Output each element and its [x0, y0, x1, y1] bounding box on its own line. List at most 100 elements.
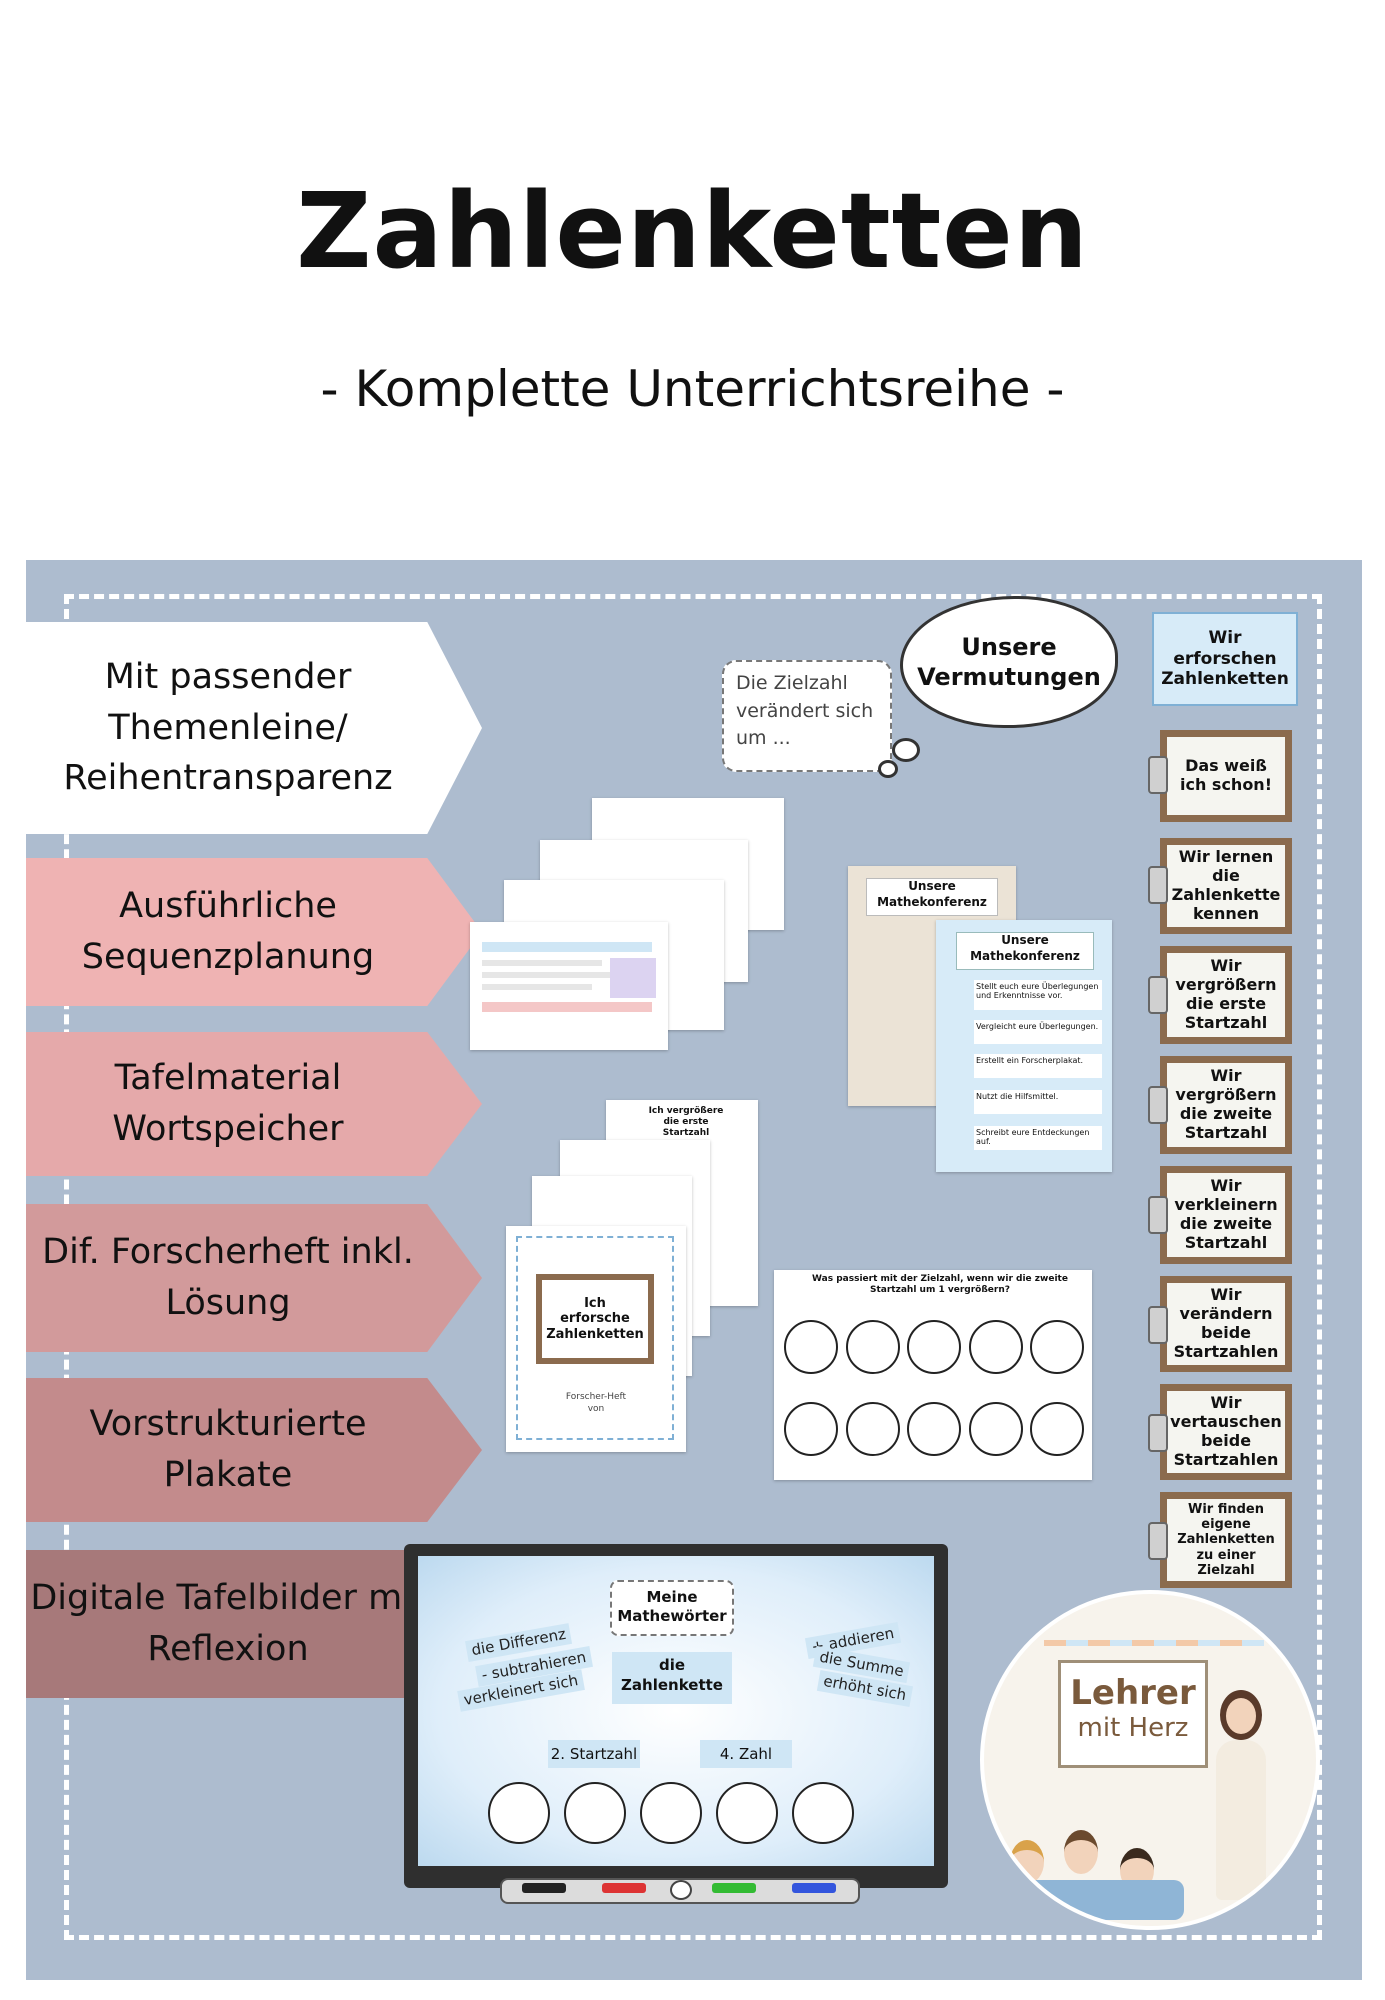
feature-line: Reflexion	[147, 1629, 309, 1669]
theme-card-line: Wir	[1208, 628, 1242, 649]
theme-card-line: Wir	[1210, 1285, 1242, 1305]
konferenz-step: Stellt euch eure Überlegungen und Erkenn…	[974, 980, 1102, 1010]
logo-line: Lehrer	[1070, 1673, 1196, 1713]
konferenz-step: Nutzt die Hilfsmittel.	[974, 1090, 1102, 1114]
vermutung-note: Die Zielzahl verändert sich um ...	[722, 660, 892, 772]
theme-card-line: vertauschen	[1170, 1412, 1282, 1432]
theme-card-line: vergrößern	[1175, 1085, 1277, 1105]
planning-sheet	[470, 922, 668, 1050]
zahlenkette-word: die Zahlenkette	[612, 1652, 732, 1704]
cover-title-line: Ich	[584, 1295, 606, 1311]
theme-card: Das weiß ich schon!	[1160, 730, 1292, 822]
feature-line: Vorstrukturierte Plakate	[89, 1404, 367, 1495]
theme-card-line: die erste	[1185, 994, 1267, 1013]
page-subtitle: - Komplette Unterrichtsreihe -	[320, 360, 1065, 418]
chain-circle	[968, 1320, 1023, 1374]
circle-row	[784, 1402, 1084, 1456]
theme-card-line: eigene	[1201, 1517, 1251, 1532]
feature-line: Lösung	[165, 1283, 291, 1323]
cover-footer-line: von	[587, 1403, 605, 1414]
theme-card-line: Startzahl	[1184, 1012, 1268, 1032]
chain-circle	[845, 1402, 900, 1456]
theme-card: Wir verkleinern die zweite Startzahl	[1160, 1166, 1292, 1264]
clothespin-icon	[1148, 1414, 1168, 1452]
theme-card-line: die	[1212, 866, 1240, 886]
mathewoerter-heading: Meine Mathewörter	[610, 1580, 734, 1636]
label-startzahl: 2. Startzahl	[548, 1740, 640, 1768]
theme-card-line: Wir	[1210, 956, 1242, 976]
clothespin-icon	[1148, 756, 1168, 794]
feature-line: Mit passender	[104, 656, 352, 697]
theme-card-line: Wir	[1210, 1393, 1242, 1413]
marker-green-icon	[712, 1883, 756, 1893]
word-line: Zahlenkette	[621, 1675, 723, 1694]
chain-circle	[907, 1320, 961, 1374]
cover-title-line: erforsche	[560, 1311, 630, 1327]
heading-line: Meine	[646, 1588, 698, 1606]
bunting-icon	[1044, 1640, 1264, 1646]
note-line: um ...	[736, 727, 791, 750]
theme-card-line: zu einer	[1196, 1547, 1256, 1563]
theme-card: Wir vergrößern die erste Startzahl	[1160, 946, 1292, 1044]
clothespin-icon	[1148, 1522, 1168, 1560]
feature-line: Wortspeicher	[112, 1109, 344, 1149]
theme-card-line: verkleinern	[1174, 1195, 1278, 1215]
cover-title-line: Zahlenketten	[546, 1326, 644, 1342]
theme-card-line: Zahlenketten	[1177, 1532, 1275, 1548]
theme-card: Wir erforschen Zahlenketten	[1152, 612, 1298, 706]
theme-card-line: kennen	[1192, 903, 1260, 923]
mathekonferenz-poster-front: Unsere Mathekonferenz Stellt euch eure Ü…	[936, 920, 1112, 1172]
label-vierte-zahl: 4. Zahl	[700, 1740, 792, 1768]
marker-button-icon	[670, 1880, 692, 1900]
theme-card: Wir vertauschen beide Startzahlen	[1160, 1384, 1292, 1480]
konferenz-step: Erstellt ein Forscherplakat.	[974, 1054, 1102, 1078]
note-line: verändert sich	[736, 699, 874, 722]
theme-card-line: Startzahlen	[1173, 1449, 1279, 1469]
page-title-line: die erste Startzahl	[662, 1116, 710, 1138]
circle-row	[784, 1320, 1084, 1374]
chain-circle	[640, 1782, 702, 1844]
konferenz-step: Schreibt eure Entdeckungen auf.	[974, 1126, 1102, 1150]
feature-line: Digitale Tafelbilder mit	[30, 1578, 426, 1619]
feature-line: Ausführliche	[119, 886, 337, 927]
poster-title-line: Unsere	[908, 879, 956, 893]
theme-card-line: die zweite	[1179, 1214, 1273, 1233]
theme-card-line: Startzahlen	[1173, 1341, 1279, 1361]
page-title: Zahlenketten	[296, 170, 1089, 292]
feature-line: Sequenzplanung	[81, 937, 375, 977]
thought-dot	[878, 760, 898, 778]
theme-card-line: erforschen	[1173, 648, 1277, 669]
thought-dot	[892, 738, 920, 762]
cover-footer-line: Forscher-Heft	[565, 1392, 627, 1402]
clothespin-icon	[1148, 866, 1168, 904]
chain-circle	[845, 1320, 900, 1374]
note-line: Die Zielzahl	[736, 672, 848, 694]
chain-circle	[784, 1320, 838, 1374]
chain-circle	[784, 1402, 838, 1456]
theme-card-line: verändern	[1179, 1304, 1273, 1324]
theme-card-line: Wir	[1210, 1066, 1242, 1086]
teacher-illustration-icon	[1206, 1690, 1276, 1910]
theme-card: Wir verändern beide Startzahlen	[1160, 1276, 1292, 1372]
feature-line: Reihentransparenz	[63, 758, 393, 799]
heading-line: Mathewörter	[617, 1606, 727, 1625]
marker-blue-icon	[792, 1883, 836, 1893]
page-title-line: Ich vergrößere	[648, 1106, 724, 1116]
clothespin-icon	[1148, 976, 1168, 1014]
theme-card-line: Zahlenketten	[1161, 669, 1289, 690]
theme-card-line: die zweite	[1179, 1104, 1273, 1123]
word-line: die	[658, 1656, 686, 1674]
poster-title-line: Mathekonferenz	[970, 948, 1080, 963]
smartboard-screen: Meine Mathewörter die Zahlenkette die Di…	[418, 1556, 934, 1866]
theme-card-line: beide	[1200, 1431, 1252, 1450]
theme-card-line: Zahlenkette	[1171, 885, 1281, 904]
chain-circle	[968, 1402, 1023, 1456]
theme-card-line: Zielzahl	[1197, 1562, 1255, 1578]
feature-line: Themenleine/	[108, 707, 348, 748]
poster-circles: Was passiert mit der Zielzahl, wenn wir …	[774, 1270, 1092, 1480]
theme-card-line: Wir	[1210, 1176, 1242, 1196]
feature-line: Dif. Forscherheft inkl.	[42, 1232, 414, 1273]
feature-arrow-themenleine: Mit passender Themenleine/ Reihentranspa…	[26, 622, 482, 834]
board-circle-row	[488, 1782, 854, 1844]
theme-card: Wir finden eigene Zahlenketten zu einer …	[1160, 1492, 1292, 1588]
